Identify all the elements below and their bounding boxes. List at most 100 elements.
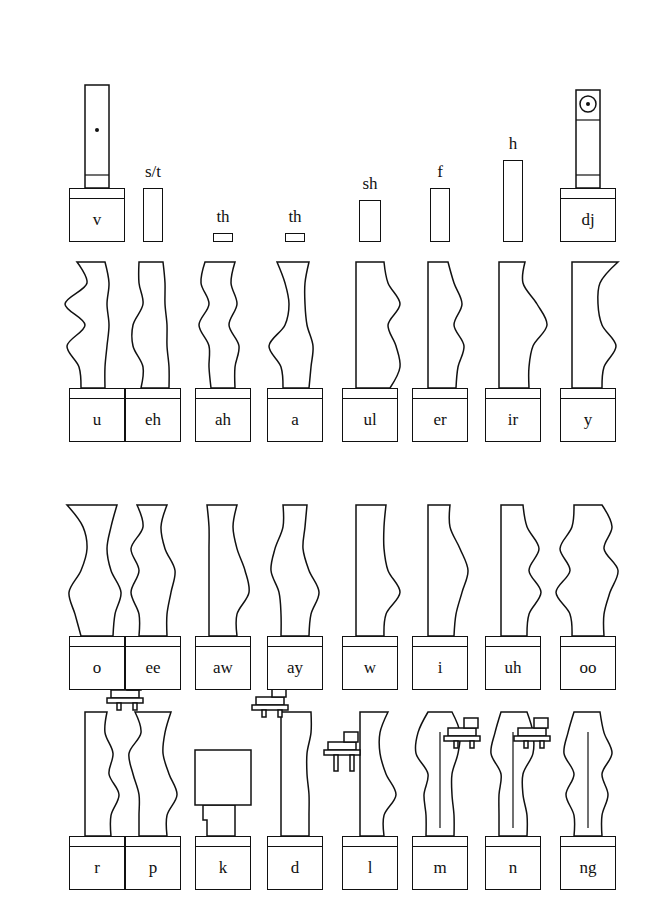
column-band [576, 119, 600, 120]
box-band [70, 837, 124, 847]
phoneme-label: ng [561, 847, 615, 889]
pipe-body [428, 262, 464, 388]
box-band [126, 637, 180, 647]
column-pipe [85, 85, 109, 188]
column-ring [580, 96, 596, 112]
inner-line [439, 732, 440, 828]
label-box: ng [560, 836, 616, 890]
phoneme-label: ah [196, 399, 250, 441]
column-dot [95, 128, 99, 132]
label-box: n [485, 836, 541, 890]
box-band [486, 837, 540, 847]
box-band [343, 389, 397, 399]
pipe-body [501, 505, 541, 636]
label-box: ee [125, 636, 181, 690]
phoneme-label: sh [340, 174, 400, 200]
phoneme-label: i [413, 647, 467, 689]
box-band [413, 637, 467, 647]
box-band [268, 837, 322, 847]
box-band [70, 189, 124, 199]
pipe-body [85, 712, 119, 836]
column-band [576, 174, 600, 175]
tone-rect [213, 233, 233, 242]
tone-rect [503, 160, 523, 242]
pipe-body [269, 262, 313, 388]
square-block [195, 750, 251, 805]
box-band [343, 637, 397, 647]
tone-block: th [193, 207, 253, 242]
label-box: o [69, 636, 125, 690]
label-box: aw [195, 636, 251, 690]
phoneme-label: oo [561, 647, 615, 689]
tone-rect [430, 188, 450, 242]
label-box: ul [342, 388, 398, 442]
machine-icon [324, 732, 360, 771]
box-band [196, 837, 250, 847]
label-box: eh [125, 388, 181, 442]
machine-icon [514, 718, 550, 748]
inner-line [512, 732, 513, 828]
label-box: a [267, 388, 323, 442]
pipe-body [207, 505, 249, 636]
pipe-body [129, 712, 177, 836]
box-band [268, 637, 322, 647]
pipe-body [199, 262, 239, 388]
pipe-stem [203, 805, 235, 836]
phoneme-label: ee [126, 647, 180, 689]
box-band [561, 837, 615, 847]
tone-block: th [265, 207, 325, 242]
label-box: oo [560, 636, 616, 690]
box-band [486, 389, 540, 399]
box-band [343, 837, 397, 847]
phoneme-label: ay [268, 647, 322, 689]
box-band [126, 389, 180, 399]
label-box: er [412, 388, 468, 442]
inner-line [587, 732, 588, 828]
pipe-body [132, 262, 169, 388]
phoneme-label: a [268, 399, 322, 441]
tone-block: sh [340, 174, 400, 242]
label-box: m [412, 836, 468, 890]
tone-block: f [410, 162, 470, 242]
pipe-body [356, 262, 400, 388]
tone-rect [285, 233, 305, 242]
phoneme-label: s/t [123, 162, 183, 188]
pipe-body [564, 712, 612, 836]
phoneme-label: th [193, 207, 253, 233]
phoneme-label: r [70, 847, 124, 889]
phoneme-label: p [126, 847, 180, 889]
box-band [413, 389, 467, 399]
phoneme-label: o [70, 647, 124, 689]
label-box: k [195, 836, 251, 890]
box-band [486, 637, 540, 647]
phoneme-label: er [413, 399, 467, 441]
label-box: w [342, 636, 398, 690]
label-box: y [560, 388, 616, 442]
box-band [70, 637, 124, 647]
pipe-body [360, 712, 396, 836]
column-dot [586, 102, 590, 106]
phoneme-label: u [70, 399, 124, 441]
label-box: ah [195, 388, 251, 442]
label-box: i [412, 636, 468, 690]
phoneme-label: m [413, 847, 467, 889]
phoneme-label: v [70, 199, 124, 241]
label-box: r [69, 836, 125, 890]
pipe-body [556, 505, 618, 636]
box-band [561, 637, 615, 647]
box-band [126, 837, 180, 847]
phoneme-label: dj [561, 199, 615, 241]
phoneme-label: ir [486, 399, 540, 441]
box-band [413, 837, 467, 847]
pipe-body [499, 262, 547, 388]
label-box: ay [267, 636, 323, 690]
label-box: ir [485, 388, 541, 442]
column-band [85, 174, 109, 175]
tone-rect [359, 200, 381, 242]
phoneme-label: eh [126, 399, 180, 441]
box-band [196, 637, 250, 647]
phoneme-label: f [410, 162, 470, 188]
label-box: dj [560, 188, 616, 242]
